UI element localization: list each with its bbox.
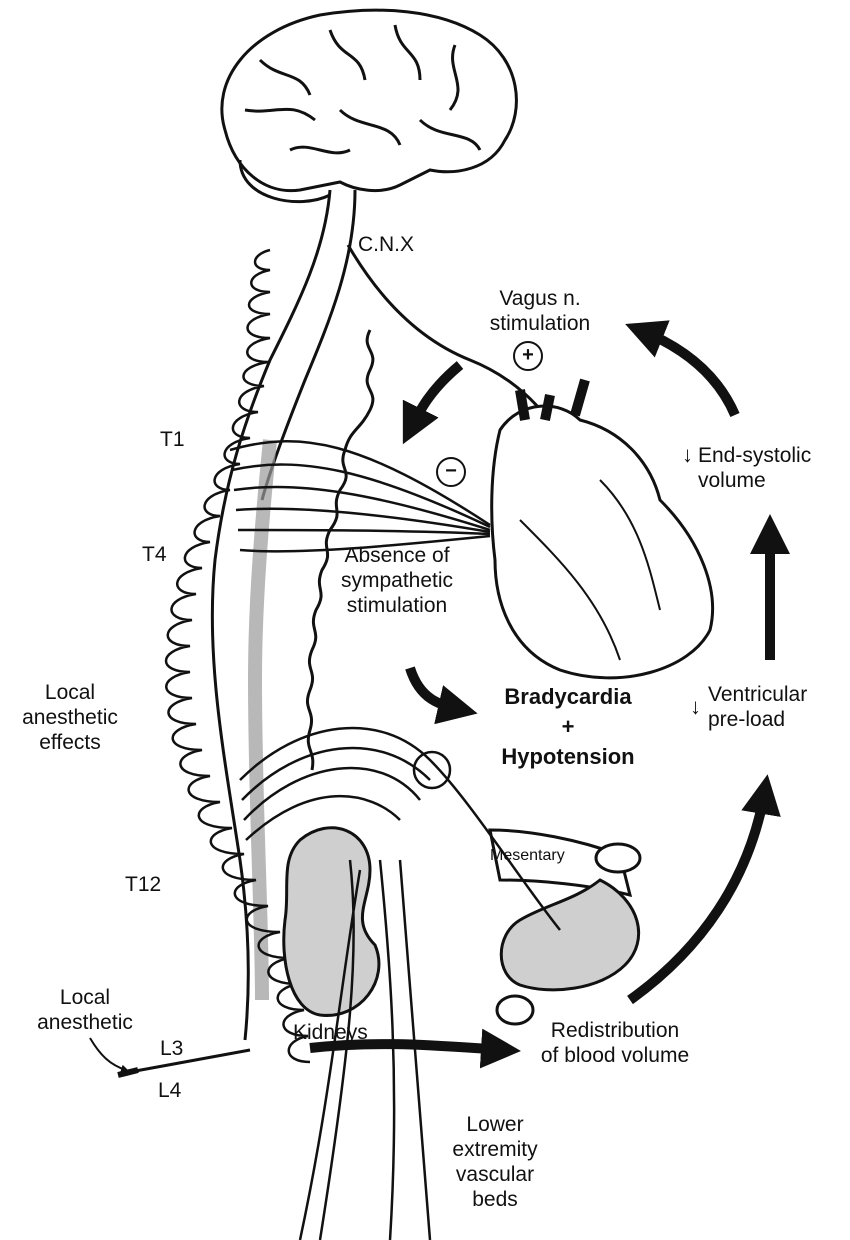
label-vagus-stimulation: Vagus n. stimulation	[470, 286, 610, 336]
label-bradycardia-hypotension: Bradycardia + Hypotension	[488, 682, 648, 772]
label-l3: L3	[160, 1036, 183, 1061]
plus-sign: +	[513, 341, 543, 371]
label-redistribution: Redistribution of blood volume	[510, 1018, 720, 1068]
label-end-systolic-volume: End-systolic volume	[698, 443, 811, 493]
label-lower-extremity: Lower extremity vascular beds	[435, 1112, 555, 1212]
arrow-endsystolic-to-vagus	[640, 330, 735, 415]
down-arrow-preload: ↓	[690, 694, 701, 720]
minus-sign: −	[436, 457, 466, 487]
label-kidneys: Kidneys	[293, 1020, 368, 1045]
label-t4: T4	[142, 542, 167, 567]
arrow-vagus-to-heart	[410, 365, 460, 430]
heart	[492, 380, 713, 678]
label-t1: T1	[160, 427, 185, 452]
arrow-redistribution-to-preload	[630, 790, 765, 1000]
label-l4: L4	[158, 1078, 181, 1103]
label-local-anesthetic: Local anesthetic	[30, 985, 140, 1035]
label-mesentery: Mesentary	[490, 843, 565, 868]
brain	[222, 10, 517, 201]
kidney	[284, 828, 379, 1016]
label-absence-sympathetic: Absence of sympathetic stimulation	[316, 543, 478, 618]
label-cnx: C.N.X	[358, 232, 414, 257]
down-arrow-end-systolic: ↓	[682, 442, 693, 468]
label-local-anesthetic-effects: Local anesthetic effects	[10, 680, 130, 755]
arrow-absence-to-brady	[410, 668, 462, 710]
label-t12: T12	[125, 872, 161, 897]
label-ventricular-preload: Ventricular pre-load	[708, 682, 807, 732]
